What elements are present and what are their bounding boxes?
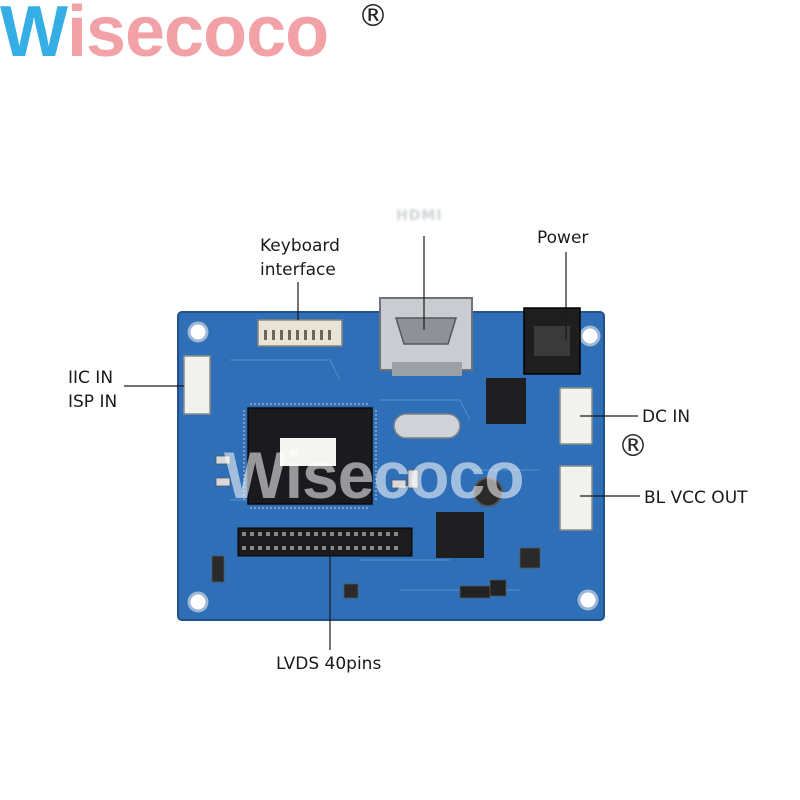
brand-logo-w: W	[0, 0, 68, 72]
label-power: Power	[537, 228, 589, 248]
voltage-regulator-2	[436, 512, 484, 558]
label-lvds: LVDS 40pins	[276, 654, 382, 674]
label-isp-in: ISP IN	[68, 392, 118, 412]
mounting-hole	[579, 325, 601, 347]
label-keyboard-line1: Keyboard	[260, 236, 340, 256]
registered-mark: ®	[358, 0, 388, 34]
chip-label-sticker	[280, 438, 336, 466]
label-bl-vcc-out: BL VCC OUT	[644, 488, 748, 508]
label-keyboard-line2: interface	[260, 260, 336, 280]
brand-logo-rest: isecoco	[66, 0, 329, 72]
power-jack	[523, 307, 581, 375]
voltage-regulator	[486, 378, 526, 424]
label-hdmi: HDMI	[396, 208, 443, 224]
watermark-text: Wisecoco	[224, 438, 525, 512]
crystal-oscillator	[393, 413, 461, 439]
mounting-hole	[187, 321, 209, 343]
iic-isp-connector	[183, 355, 211, 415]
inductor	[473, 477, 503, 507]
watermark-registered-mark: ®	[618, 429, 648, 464]
label-dc-in: DC IN	[642, 407, 691, 427]
label-iic-in: IIC IN	[68, 368, 114, 388]
bl-vcc-out-connector	[559, 465, 593, 531]
mounting-hole	[577, 589, 599, 611]
mounting-hole	[187, 591, 209, 613]
